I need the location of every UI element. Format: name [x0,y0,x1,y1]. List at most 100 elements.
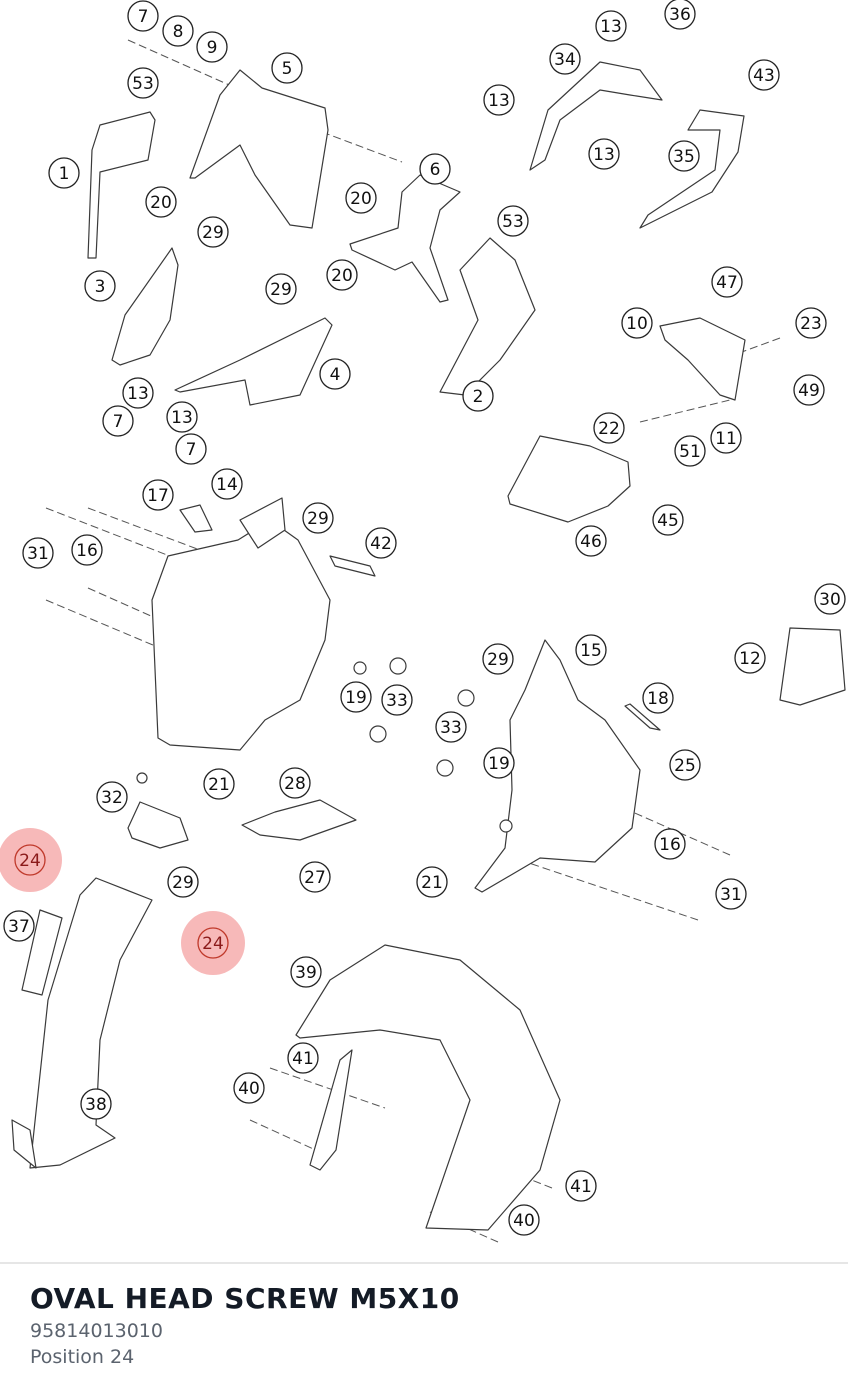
part-position: Position 24 [30,1346,135,1368]
callout-circle [497,205,529,237]
callout-number: 53 [502,212,524,232]
callout-20: 20 [145,186,177,218]
callout-number: 41 [570,1177,592,1197]
callout-22: 22 [593,412,625,444]
callout-circle [287,1042,319,1074]
callout-24-highlighted[interactable]: 24 [0,828,62,892]
callout-number: 2 [473,387,484,407]
callout-33: 33 [435,711,467,743]
callout-21: 21 [203,768,235,800]
callout-2: 2 [462,380,494,412]
callout-38: 38 [80,1088,112,1120]
part-title: OVAL HEAD SCREW M5X10 [30,1282,460,1315]
callout-number: 15 [580,641,602,661]
callout-number: 13 [488,91,510,111]
callout-circle [748,59,780,91]
callout-circle [365,527,397,559]
callout-number: 20 [150,193,172,213]
callout-circle [22,537,54,569]
callout-number: 1 [59,164,70,184]
callout-21: 21 [416,866,448,898]
callout-16: 16 [654,828,686,860]
callout-number: 6 [430,160,441,180]
callout-number: 43 [753,66,775,86]
callout-number: 29 [172,873,194,893]
callout-number: 19 [345,688,367,708]
callout-number: 39 [295,963,317,983]
callout-number: 29 [487,650,509,670]
callout-circle [271,52,303,84]
callout-circle [142,479,174,511]
callout-4: 4 [319,358,351,390]
callout-number: 17 [147,486,169,506]
callout-13: 13 [483,84,515,116]
highlight-halo [0,828,62,892]
callout-number: 13 [127,384,149,404]
callout-39: 39 [290,956,322,988]
callout-circle [265,273,297,305]
callout-circle [196,31,228,63]
callout-circle [793,374,825,406]
callout-number: 7 [138,7,149,27]
callout-number: 31 [27,544,49,564]
callout-circle [595,10,627,42]
callout-13: 13 [166,401,198,433]
callout-circle [483,747,515,779]
callout-number: 21 [421,873,443,893]
callout-circle [233,1072,265,1104]
callout-circle [462,380,494,412]
callout-circle [814,583,846,615]
callout-number: 22 [598,419,620,439]
highlight-halo [181,911,245,975]
callout-35: 35 [668,140,700,172]
callout-circle [122,377,154,409]
callout-20: 20 [326,259,358,291]
callout-6: 6 [419,153,451,185]
callout-number: 13 [171,408,193,428]
callout-circle [483,84,515,116]
callout-30: 30 [814,583,846,615]
callout-circle [319,358,351,390]
callout-circle [381,684,413,716]
callout-number: 19 [488,754,510,774]
callout-number: 46 [580,532,602,552]
callout-51: 51 [674,435,706,467]
part-drawings [11,61,846,1231]
callout-number: 40 [513,1211,535,1231]
callout-circle [593,412,625,444]
callout-number: 10 [626,314,648,334]
callout-number: 36 [669,5,691,25]
callout-34: 34 [549,43,581,75]
callout-circle [674,435,706,467]
callout-circle [3,910,35,942]
callout-32: 32 [96,781,128,813]
callout-8: 8 [162,15,194,47]
callout-circle [80,1088,112,1120]
callout-circle [588,138,620,170]
callout-number: 8 [173,22,184,42]
callout-15: 15 [575,634,607,666]
callout-number: 20 [350,189,372,209]
callout-number: 3 [95,277,106,297]
callout-37: 37 [3,910,35,942]
callout-circle [711,266,743,298]
callout-7: 7 [102,405,134,437]
callout-9: 9 [196,31,228,63]
callout-number: 13 [593,145,615,165]
callout-circle [549,43,581,75]
callout-number: 41 [292,1049,314,1069]
callout-53: 53 [497,205,529,237]
callout-number: 33 [440,718,462,738]
callout-43: 43 [748,59,780,91]
callout-circle [652,504,684,536]
callout-12: 12 [734,642,766,674]
callout-circle [575,634,607,666]
callout-circle [290,956,322,988]
callout-circle [710,422,742,454]
callout-circle [416,866,448,898]
callout-number: 24 [202,934,224,954]
callout-41: 41 [565,1170,597,1202]
callout-circle [642,682,674,714]
callout-24-highlighted[interactable]: 24 [181,911,245,975]
